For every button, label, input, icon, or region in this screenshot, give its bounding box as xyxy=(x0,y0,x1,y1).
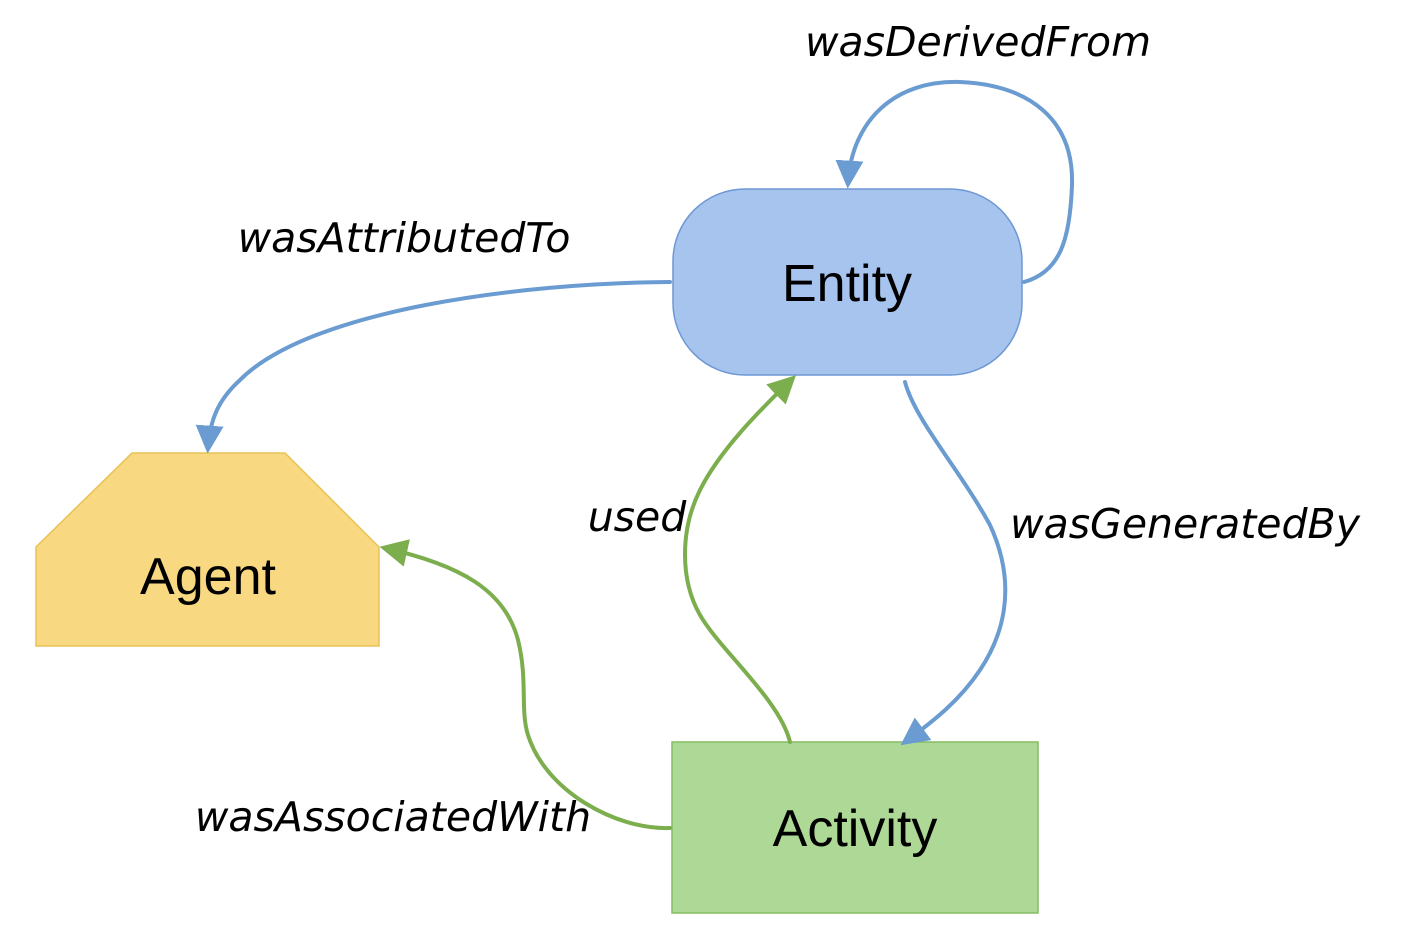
entity-node: Entity xyxy=(672,188,1023,376)
agent-node: Agent xyxy=(35,452,380,647)
was-generated-by-edge xyxy=(900,380,1008,746)
used-label: used xyxy=(588,493,688,541)
was-generated-by-label: wasGeneratedBy xyxy=(1010,500,1361,548)
activity-shape xyxy=(671,741,1039,914)
was-attributed-to-edge xyxy=(195,280,672,454)
was-associated-with-edge xyxy=(379,539,672,831)
was-associated-with-label: wasAssociatedWith xyxy=(195,793,591,841)
was-derived-from-label: wasDerivedFrom xyxy=(805,18,1151,66)
agent-shape xyxy=(35,452,380,647)
entity-label: Entity xyxy=(782,255,912,313)
was-attributed-to-label: wasAttributedTo xyxy=(238,214,571,262)
activity-node: Activity xyxy=(671,741,1039,914)
was-derived-from-edge xyxy=(835,79,1075,284)
agent-label: Agent xyxy=(140,548,276,606)
used-edge xyxy=(683,375,797,744)
activity-label: Activity xyxy=(773,800,938,858)
